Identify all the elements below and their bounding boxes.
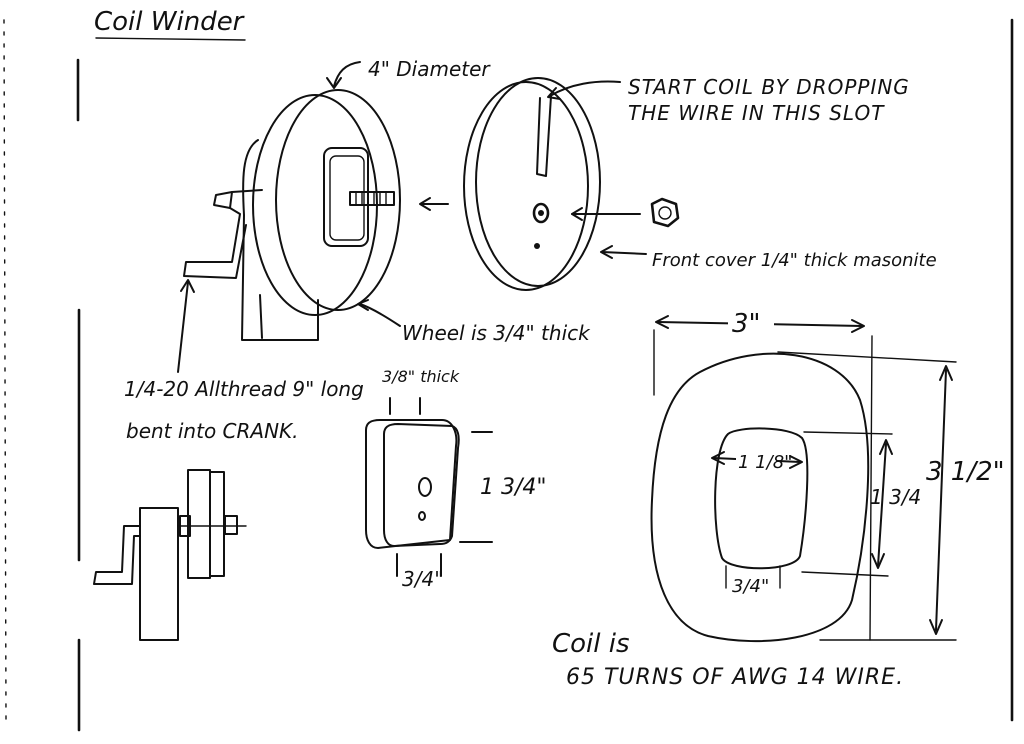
block-thickness-label: 3/8" thick (382, 367, 460, 386)
diameter-label: 4" Diameter (368, 57, 491, 81)
crank (183, 189, 263, 279)
side-nut (224, 515, 238, 535)
coil-note-line2: 65 TURNS OF AWG 14 WIRE. (566, 665, 904, 690)
coil-width-label: 3" (732, 309, 761, 339)
coil-note-line1: Coil is (552, 629, 630, 659)
side-wheel (139, 507, 179, 641)
slot-note-line2: THE WIRE IN THIS SLOT (628, 101, 885, 125)
block-hole-large (418, 477, 432, 497)
stand (241, 139, 319, 341)
hub-bolt (349, 191, 395, 206)
block-height-label: 1 3/4" (480, 475, 547, 500)
inner-height-label: 1 3/4 (870, 485, 921, 509)
coil-height-label: 3 1/2" (926, 457, 1005, 487)
wheel-label: Wheel is 3/4" thick (402, 321, 591, 345)
allthread-line2: bent into CRANK. (126, 419, 299, 443)
hex-nut (650, 197, 680, 228)
block-hole-small (418, 511, 426, 521)
diameter-callout: 4" Diameter (326, 57, 491, 89)
front-cover-callout: Front cover 1/4" thick masonite (600, 245, 937, 271)
paper-edge (3, 18, 1014, 732)
assembly-arrow (419, 197, 449, 211)
side-view (93, 469, 247, 641)
front-cover-disc (463, 77, 601, 291)
pin-hole (534, 243, 540, 249)
wheel-assembly (183, 89, 401, 341)
slot-note-line1: START COIL BY DROPPING (628, 75, 910, 99)
block-front (383, 423, 460, 547)
side-crank (93, 525, 141, 585)
title-underline (95, 37, 246, 41)
inner-bottom-width-label: 3/4" (732, 576, 769, 597)
wheel-face (275, 89, 401, 311)
wheel-callout: Wheel is 3/4" thick (357, 299, 591, 345)
allthread-line1: 1/4-20 Allthread 9" long (124, 377, 364, 401)
block-width-label: 3/4" (402, 567, 443, 591)
allthread-callout: 1/4-20 Allthread 9" long bent into CRANK… (124, 279, 364, 443)
wire-slot (536, 95, 552, 177)
block-back (365, 419, 458, 549)
coil-inner (714, 427, 809, 570)
coil-outer (650, 352, 870, 643)
title-group: Coil Winder (94, 7, 246, 41)
coil-detail: 3" 3 1/2" 1 1/8" 1 3/4 3/4" (650, 306, 1005, 643)
inner-top-width-label: 1 1/8" (738, 452, 792, 473)
coil-note: Coil is 65 TURNS OF AWG 14 WIRE. (552, 629, 904, 690)
page-title: Coil Winder (94, 7, 246, 37)
nut-group (571, 197, 680, 228)
slot-callout: START COIL BY DROPPING THE WIRE IN THIS … (547, 75, 910, 125)
center-hole (532, 202, 550, 224)
front-cover-label: Front cover 1/4" thick masonite (652, 250, 937, 271)
block-detail: 3/8" thick 1 3/4" 3/4" (365, 367, 547, 591)
side-cover (187, 469, 211, 579)
